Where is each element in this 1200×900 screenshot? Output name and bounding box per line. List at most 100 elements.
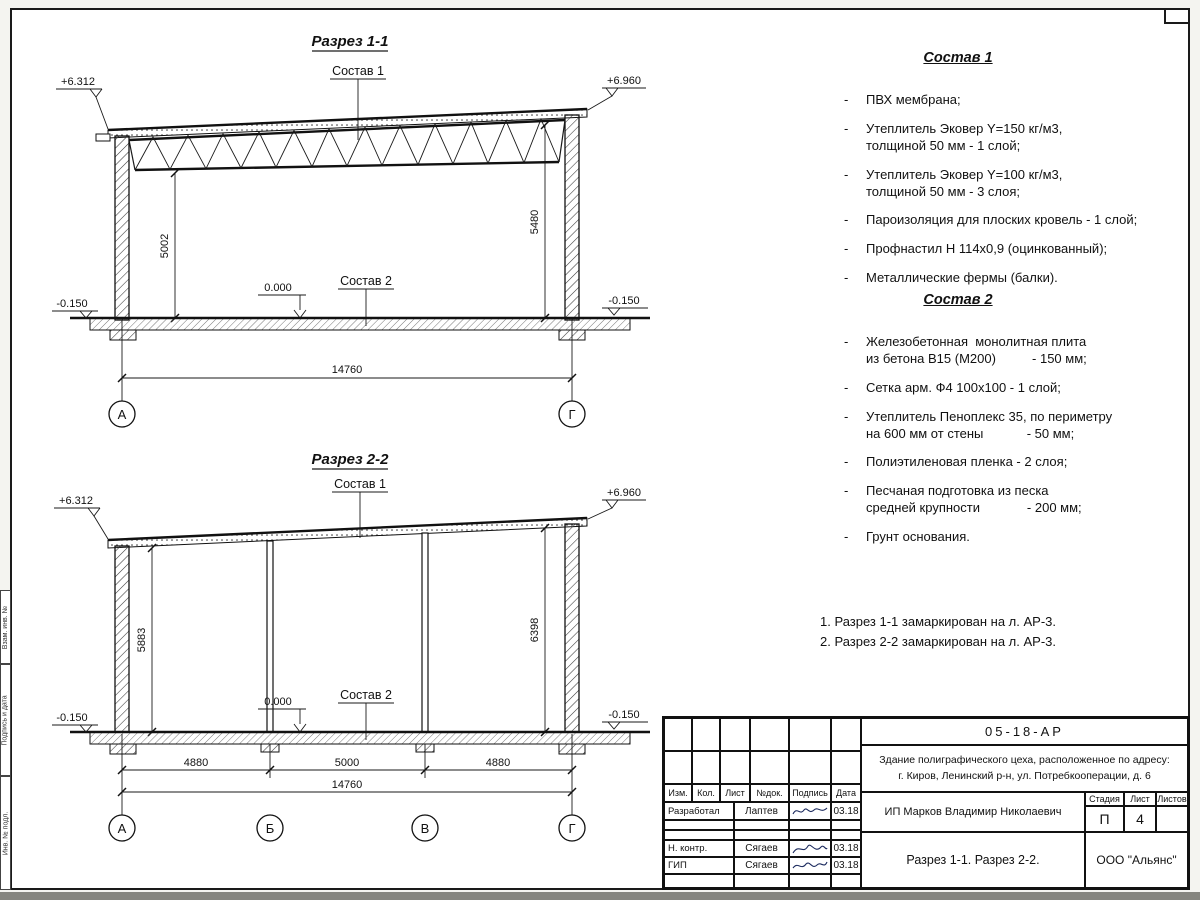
stamp-empty-cell: [831, 820, 861, 830]
stamp-project-description: Здание полиграфического цеха, расположен…: [861, 745, 1188, 792]
stamp-empty-cell: [831, 830, 861, 840]
spec-item: -ПВХ мембрана;: [818, 92, 1190, 109]
stamp-role-developer: Разработал: [664, 802, 734, 820]
margin-label: Инв. № подл.: [2, 811, 10, 855]
svg-text:4880: 4880: [184, 757, 208, 769]
stamp-date-gip: 03.18: [831, 857, 861, 874]
signature-icon: [792, 844, 828, 853]
eave-bracket: [95, 133, 111, 142]
svg-text:+6.960: +6.960: [607, 75, 641, 87]
svg-text:+6.960: +6.960: [607, 487, 641, 499]
left-wall: [114, 135, 130, 321]
spec-item: -Песчаная подготовка из песка средней кр…: [818, 483, 1190, 517]
composition2-spec: Состав 2 -Железобетонная монолитная плит…: [818, 292, 1190, 558]
stamp-name-developer: Лаптев: [734, 802, 789, 820]
svg-text:Г: Г: [568, 821, 575, 836]
axis-bubble-B: Б: [256, 814, 284, 842]
stamp-header-list: Лист: [720, 784, 750, 802]
foundation-left: [109, 329, 137, 341]
svg-text:-0.150: -0.150: [608, 709, 639, 721]
stamp-client: ИП Марков Владимир Николаевич: [861, 792, 1085, 832]
stamp-company: ООО "Альянс": [1085, 832, 1188, 888]
right-wall: [564, 114, 580, 321]
stamp-empty-cell: [789, 718, 831, 751]
composition1-spec: Состав 1 -ПВХ мембрана; -Утеплитель Эков…: [818, 50, 1190, 299]
axis-bubble-G: Г: [558, 400, 586, 428]
bullet-dash: -: [844, 166, 849, 182]
level-mark-floor-left: -0.150: [52, 712, 98, 733]
stamp-date-developer: 03.18: [831, 802, 861, 820]
stamp-header-data: Дата: [831, 784, 861, 802]
svg-text:Г: Г: [568, 407, 575, 422]
bullet-dash: -: [844, 212, 849, 228]
svg-text:-0.150: -0.150: [56, 298, 87, 310]
stamp-empty-cell: [664, 820, 734, 830]
dimension-height-right: 6398: [529, 523, 550, 737]
spec-item-text: Пароизоляция для плоских кровель - 1 сло…: [866, 212, 1138, 228]
spec-item-text: Утеплитель Эковер Y=150 кг/м3, толщиной …: [866, 120, 1063, 153]
dimension-height-left: 5883: [136, 543, 157, 737]
stamp-empty-cell: [831, 751, 861, 784]
signature-icon: [792, 807, 828, 815]
margin-label: Взам. инв. №: [2, 605, 9, 649]
stamp-empty-cell: [664, 718, 692, 751]
column-V: [421, 532, 429, 733]
level-mark-floor-left: -0.150: [52, 298, 98, 319]
svg-text:А: А: [118, 821, 127, 836]
spec-item: -Железобетонная монолитная плита из бето…: [818, 334, 1190, 368]
stamp-date-ncontrol: 03.18: [831, 840, 861, 857]
stamp-sheets-value: [1156, 806, 1188, 832]
dimension-total-width: 14760: [117, 320, 577, 401]
floor-slab: [89, 317, 631, 331]
stamp-empty-cell: [734, 820, 789, 830]
svg-text:5002: 5002: [159, 234, 171, 258]
section2-composition1-label: Состав 1: [334, 477, 386, 491]
section1-title: Разрез 1-1: [311, 33, 388, 50]
stamp-signature-gip-cell: [789, 857, 831, 874]
section-1-1-drawing: Разрез 1-1 Состав 1 +6.312 +6.960 5002: [52, 33, 650, 428]
note-line: 1. Разрез 1-1 замаркирован на л. АР-3.: [820, 614, 1057, 629]
spec-item: - Пароизоляция для плоских кровель - 1 сл…: [818, 212, 1190, 229]
spec-item: -Утеплитель Эковер Y=100 кг/м3, толщиной…: [818, 167, 1190, 201]
stamp-empty-cell: [664, 830, 734, 840]
axis-bubble-V: В: [411, 814, 439, 842]
level-mark-zero: 0.000: [258, 282, 307, 319]
stamp-role-ncontrol: Н. контр.: [664, 840, 734, 857]
section1-composition2-label: Состав 2: [340, 274, 392, 288]
svg-text:-0.150: -0.150: [56, 712, 87, 724]
stamp-empty-cell: [720, 718, 750, 751]
stamp-empty-cell: [720, 751, 750, 784]
spec-item: -Металлические фермы (балки).: [818, 270, 1190, 287]
spec-item: -Сетка арм. Ф4 100х100 - 1 слой;: [818, 380, 1190, 397]
spec-item-text: Утеплитель Пеноплекс 35, по периметру на…: [866, 408, 1113, 441]
roof-truss: [128, 117, 566, 172]
spec-item-text: Сетка арм. Ф4 100х100 - 1 слой;: [866, 379, 1061, 395]
axis-bubble-G: Г: [558, 814, 586, 842]
floor-slab: [89, 731, 631, 745]
stamp-doc-number: 05-18-АР: [861, 718, 1188, 745]
section2-composition2-label: Состав 2: [340, 688, 392, 702]
svg-text:Б: Б: [266, 821, 275, 836]
stamp-header-izm: Изм.: [664, 784, 692, 802]
title-block: Изм. Кол. Лист №док. Подпись Дата Разраб…: [662, 716, 1190, 890]
stamp-empty-cell: [734, 874, 789, 888]
bullet-dash: -: [844, 529, 849, 545]
dimension-spans: 4880 5000 4880 14760: [117, 734, 577, 815]
stamp-empty-cell: [692, 751, 720, 784]
spec-item-text: Песчаная подготовка из песка средней кру…: [866, 483, 1082, 516]
level-mark-floor-right: -0.150: [602, 709, 648, 730]
section-2-2-drawing: Разрез 2-2 Состав 1 +6.312 +6.960 5883 6…: [52, 451, 650, 842]
stamp-empty-cell: [789, 820, 831, 830]
elevation-mark-top-right: +6.960: [587, 487, 646, 520]
svg-text:0.000: 0.000: [264, 282, 292, 294]
composition1-spec-title: Состав 1: [923, 50, 993, 66]
elevation-mark-top-right: +6.960: [587, 75, 646, 111]
foundation-left: [109, 743, 137, 755]
spec-item: -Профнастил Н 114х0,9 (оцинкованный);: [818, 241, 1190, 258]
svg-text:-0.150: -0.150: [608, 295, 639, 307]
level-mark-floor-right: -0.150: [602, 295, 648, 316]
spec-item: -Утеплитель Эковер Y=150 кг/м3, толщиной…: [818, 121, 1190, 155]
elevation-mark-top-left: +6.312: [56, 76, 109, 130]
stamp-stage-header: Стадия: [1085, 792, 1124, 806]
